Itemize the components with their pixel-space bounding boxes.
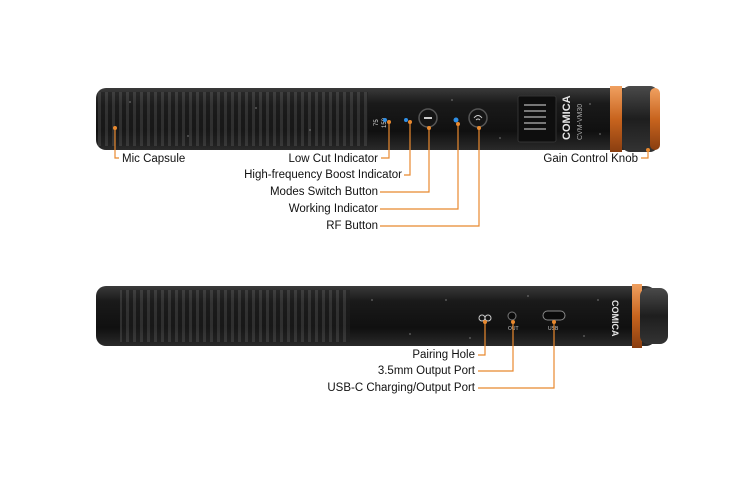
leader-rf-button bbox=[380, 128, 480, 227]
top-mic-marking-75: 75 bbox=[374, 119, 380, 126]
working-indicator bbox=[453, 117, 459, 123]
bottom-microphone: COMICA OUT USB bbox=[96, 284, 668, 348]
label-hf-boost-indicator: High-frequency Boost Indicator bbox=[244, 169, 402, 181]
leader-output-port bbox=[478, 322, 514, 372]
label-pairing-hole: Pairing Hole bbox=[412, 349, 475, 361]
label-rf-button: RF Button bbox=[326, 220, 378, 232]
pairing-hole[interactable] bbox=[478, 314, 492, 322]
hf-boost-indicator bbox=[404, 118, 408, 122]
gain-control-knob[interactable] bbox=[622, 86, 658, 152]
leader-low-cut bbox=[381, 122, 390, 159]
leader-usbc-port bbox=[478, 322, 555, 389]
label-mic-capsule: Mic Capsule bbox=[122, 153, 186, 165]
top-mic-marking-150: 150 bbox=[382, 117, 388, 128]
leader-pairing-hole bbox=[478, 322, 486, 356]
leader-gain-knob bbox=[641, 150, 649, 159]
rf-button[interactable] bbox=[468, 108, 488, 128]
bottom-leader-dots bbox=[483, 320, 556, 324]
label-output-port: 3.5mm Output Port bbox=[377, 365, 475, 377]
top-leader-lines bbox=[114, 122, 649, 227]
output-port-3-5mm[interactable] bbox=[507, 311, 517, 321]
usb-c-port[interactable] bbox=[542, 310, 566, 321]
label-usbc-port: USB-C Charging/Output Port bbox=[327, 382, 475, 394]
leader-modes-switch bbox=[380, 128, 430, 193]
top-mic-display-window bbox=[517, 95, 557, 143]
leader-hf-boost bbox=[404, 122, 411, 176]
bottom-mic-end-knob bbox=[640, 288, 668, 344]
low-cut-indicator bbox=[383, 118, 387, 122]
bottom-leader-lines bbox=[478, 322, 555, 389]
label-low-cut-indicator: Low Cut Indicator bbox=[288, 153, 379, 165]
top-leader-dots bbox=[113, 120, 650, 152]
leader-working-indicator bbox=[380, 124, 459, 210]
top-microphone: COMICA CVM-VM30 75 150 bbox=[96, 86, 660, 152]
top-mic-model: CVM-VM30 bbox=[577, 104, 584, 140]
label-modes-switch-button: Modes Switch Button bbox=[269, 186, 378, 198]
label-working-indicator: Working Indicator bbox=[288, 203, 378, 215]
label-gain-control-knob: Gain Control Knob bbox=[543, 153, 638, 165]
bottom-mic-brand: COMICA bbox=[610, 300, 620, 337]
top-mic-copper-ring bbox=[610, 86, 622, 152]
top-mic-brand: COMICA bbox=[561, 95, 573, 140]
bottom-mic-copper-ring bbox=[632, 284, 642, 348]
leader-mic-capsule bbox=[114, 128, 119, 159]
